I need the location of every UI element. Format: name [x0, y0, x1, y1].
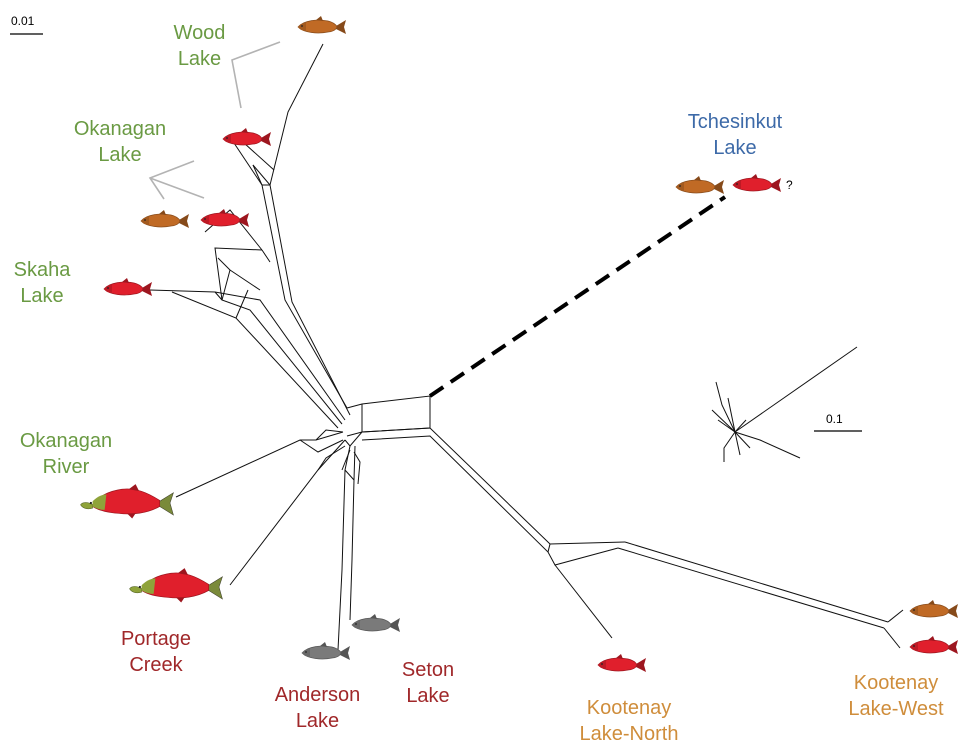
network-edge	[221, 269, 261, 301]
label-line: Wood	[173, 22, 226, 44]
label-line: Okanagan	[73, 118, 167, 140]
label-line: Anderson	[274, 684, 361, 706]
fish-icon	[222, 128, 271, 146]
inset-edge	[727, 397, 736, 433]
fish-icon	[675, 176, 724, 194]
network-edges	[149, 43, 904, 651]
network-edge	[214, 247, 343, 425]
inset-edge	[723, 431, 736, 462]
network-edge	[341, 449, 351, 471]
label-line: Lake	[177, 48, 222, 70]
network-edge	[344, 469, 355, 481]
label-seton-lake: Seton Lake	[390, 657, 466, 709]
label-tchesinkut-lake: Tchesinkut Lake	[665, 109, 805, 161]
branch-skaha	[149, 289, 346, 421]
label-line: Lake	[20, 285, 64, 307]
branch-kootenay	[361, 427, 626, 545]
label-skaha-lake: Skaha Lake	[8, 257, 76, 309]
label-okanagan-river: Okanagan River	[6, 428, 126, 480]
fish-icon	[909, 600, 958, 618]
label-line: Lake-North	[579, 723, 679, 745]
label-kootenay-lake-west: Kootenay Lake-West	[825, 670, 967, 722]
network-edge	[235, 289, 249, 319]
unknown-marker: ?	[786, 178, 793, 192]
inset-edge	[734, 431, 801, 459]
branch-anderson-lake	[337, 445, 351, 651]
inset-edge	[734, 346, 858, 433]
fish-icon	[301, 642, 350, 660]
scale-bar-main-label: 0.01	[11, 14, 35, 28]
wood-lake-pointer	[231, 41, 281, 109]
network-edge	[217, 257, 231, 271]
network-edge	[261, 249, 271, 263]
fish-icon	[129, 568, 223, 603]
network-edge	[252, 164, 271, 186]
network-edge	[547, 543, 551, 553]
inset-edge	[734, 431, 741, 456]
fish-icon	[909, 636, 958, 654]
branch-kootenay-west	[617, 547, 885, 629]
inset-edge	[715, 381, 736, 433]
branch-wood-okanagan	[269, 184, 351, 416]
label-line: Lake	[98, 144, 142, 166]
scale-bar-inset-label: 0.1	[826, 412, 843, 426]
branch-wood-okanagan	[252, 164, 348, 409]
label-line: Seton	[401, 659, 455, 681]
label-line: River	[42, 456, 90, 478]
fish-icon	[597, 654, 646, 672]
label-line: Kootenay	[853, 672, 939, 694]
network-edge	[317, 445, 346, 471]
inset-edge	[711, 409, 736, 433]
branch-seton-lake	[349, 445, 356, 621]
branch-kootenay-west	[624, 541, 889, 623]
fish-icon	[103, 278, 152, 296]
inset-overview-network	[711, 346, 858, 462]
network-edge	[353, 451, 361, 485]
fish-icon	[351, 614, 400, 632]
branch-wood-lake	[269, 43, 324, 186]
branch-okanagan-river	[175, 431, 344, 498]
network-edge	[214, 291, 223, 301]
label-anderson-lake: Anderson Lake	[260, 682, 375, 734]
network-edge	[171, 291, 339, 429]
network-edge	[243, 142, 275, 171]
central-split-box	[346, 395, 431, 437]
branch-kootenay	[361, 435, 619, 566]
fish-icon	[200, 209, 249, 227]
network-edge	[299, 439, 344, 453]
network-edge	[315, 429, 344, 441]
label-line: Portage	[120, 628, 192, 650]
inset-edge	[734, 431, 751, 449]
label-line: Kootenay	[586, 697, 672, 719]
label-wood-lake: Wood Lake	[162, 20, 237, 72]
branch-portage-creek	[229, 439, 346, 586]
inset-edge	[717, 419, 736, 433]
fish-icon	[297, 16, 346, 34]
network-edge	[883, 627, 901, 649]
branch-kootenay-north	[554, 564, 613, 639]
label-line: Okanagan	[19, 430, 113, 452]
label-portage-creek: Portage Creek	[100, 626, 212, 678]
network-edge	[344, 431, 363, 447]
branch-okanagan-red	[231, 139, 263, 186]
tchesinkut-dashed-branch	[428, 195, 727, 398]
label-line: Lake	[713, 137, 757, 159]
fish-icon	[80, 484, 174, 519]
fish-icon	[140, 210, 189, 228]
label-line: Lake-West	[848, 698, 944, 720]
inset-edge	[734, 419, 747, 433]
label-kootenay-lake-north: Kootenay Lake-North	[563, 695, 695, 747]
okanagan-lake-pointer	[149, 177, 205, 199]
label-line: Lake	[295, 710, 340, 732]
label-pointer-lines	[148, 41, 281, 200]
network-edge	[887, 609, 904, 623]
label-okanagan-lake: Okanagan Lake	[60, 116, 180, 168]
fish-icons	[80, 16, 958, 672]
label-line: Creek	[129, 654, 183, 676]
label-line: Lake	[406, 685, 450, 707]
label-line: Skaha	[13, 259, 71, 281]
label-line: Tchesinkut	[687, 111, 783, 133]
fish-icon	[732, 174, 781, 192]
